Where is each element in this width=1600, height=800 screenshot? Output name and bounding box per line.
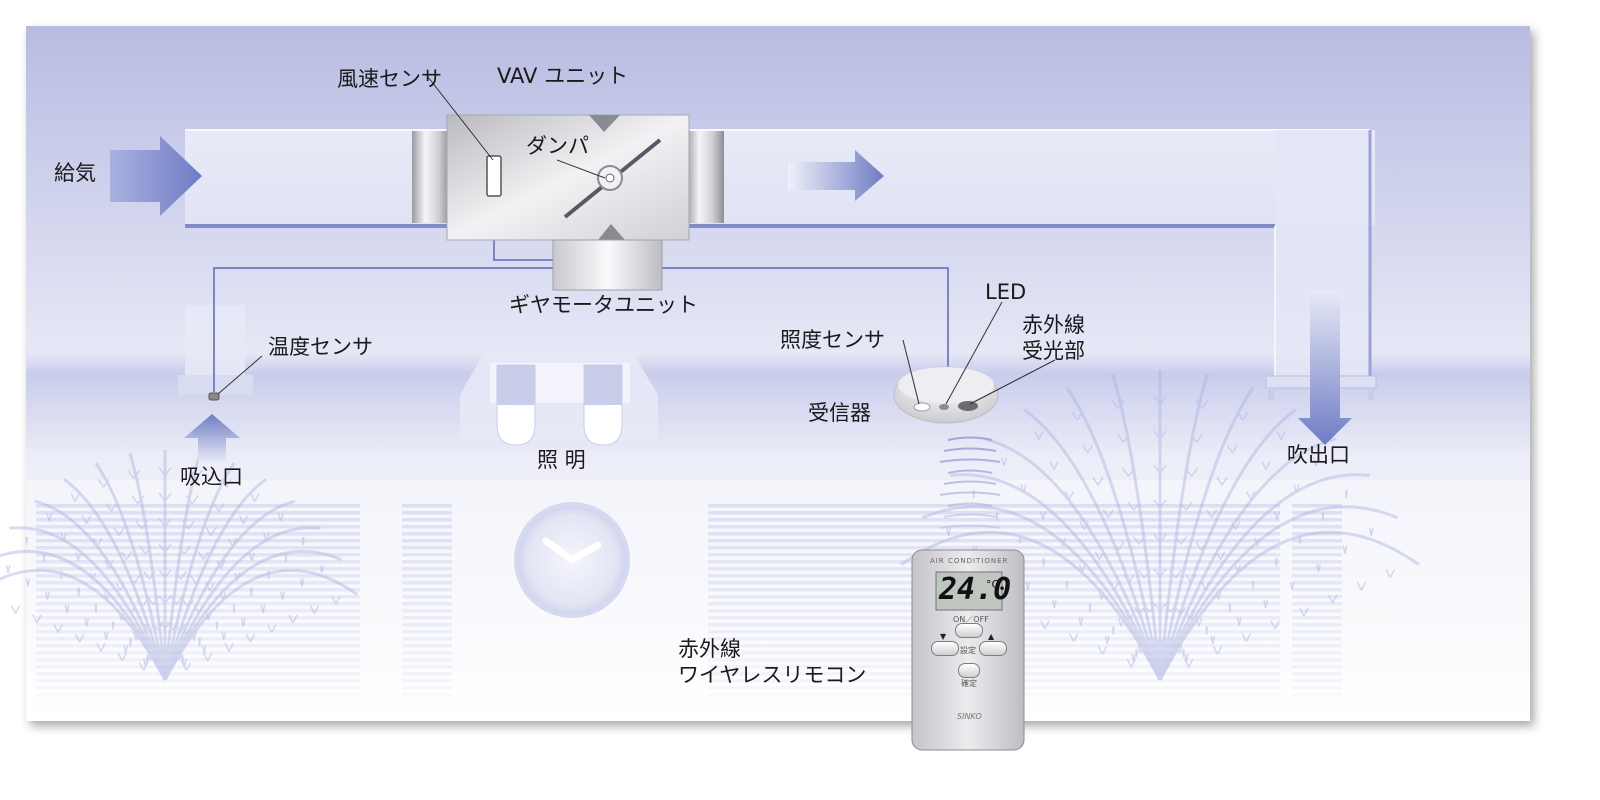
outlet-arrow bbox=[1298, 290, 1352, 445]
remote-down-button[interactable] bbox=[931, 641, 959, 656]
damper-label: ダンパ bbox=[526, 134, 589, 158]
ir-signal-waves bbox=[939, 436, 1001, 529]
airspeed-sensor-label: 風速センサ bbox=[337, 67, 442, 91]
intake-label: 吸込口 bbox=[180, 465, 243, 489]
illuminance-sensor-label: 照度センサ bbox=[780, 328, 885, 352]
gear-motor-unit-label: ギヤモータユニット bbox=[509, 293, 698, 317]
remote-up-button[interactable] bbox=[979, 641, 1007, 656]
intake-duct bbox=[178, 305, 253, 395]
remote-control bbox=[911, 549, 1025, 751]
leader-lines bbox=[217, 76, 1056, 405]
plant-silhouettes bbox=[0, 370, 1420, 681]
supply-air-arrow bbox=[110, 136, 202, 216]
remote-temperature-unit: °C bbox=[986, 578, 1000, 591]
remote-confirm-label: 確定 bbox=[961, 679, 977, 688]
led-label: LED bbox=[985, 280, 1027, 304]
supply-air-label: 給気 bbox=[54, 161, 96, 185]
lighting-fixture bbox=[460, 354, 658, 446]
temperature-sensor bbox=[208, 392, 220, 401]
receiver-label: 受信器 bbox=[808, 401, 871, 425]
remote-onoff-label: ON／OFF bbox=[953, 615, 989, 624]
remote-temperature-display: 24.0 bbox=[939, 572, 1012, 607]
remote-onoff-button[interactable] bbox=[955, 623, 983, 638]
remote-title: AIR CONDITIONER bbox=[930, 557, 1009, 565]
wall-clock bbox=[514, 502, 630, 618]
lighting-label: 照 明 bbox=[537, 448, 586, 472]
remote-confirm-button[interactable] bbox=[958, 663, 980, 678]
ir-receiver-part-label: 赤外線 受光部 bbox=[1022, 313, 1085, 363]
receiver-unit bbox=[893, 366, 999, 424]
up-arrow-icon: ▲ bbox=[988, 632, 995, 641]
down-arrow-icon: ▼ bbox=[940, 632, 947, 641]
intake-arrow bbox=[184, 414, 240, 462]
flow-arrow bbox=[788, 150, 884, 201]
outlet-label: 吹出口 bbox=[1287, 443, 1350, 467]
remote-brand: SINKO bbox=[957, 712, 982, 721]
temperature-sensor-label: 温度センサ bbox=[268, 335, 373, 359]
vav-unit-label: VAV ユニット bbox=[497, 64, 629, 88]
ir-remote-label: 赤外線 ワイヤレスリモコン bbox=[678, 637, 867, 687]
remote-set-label: 設定 bbox=[960, 646, 976, 655]
vav-unit bbox=[412, 114, 724, 291]
supply-duct bbox=[185, 129, 1377, 400]
